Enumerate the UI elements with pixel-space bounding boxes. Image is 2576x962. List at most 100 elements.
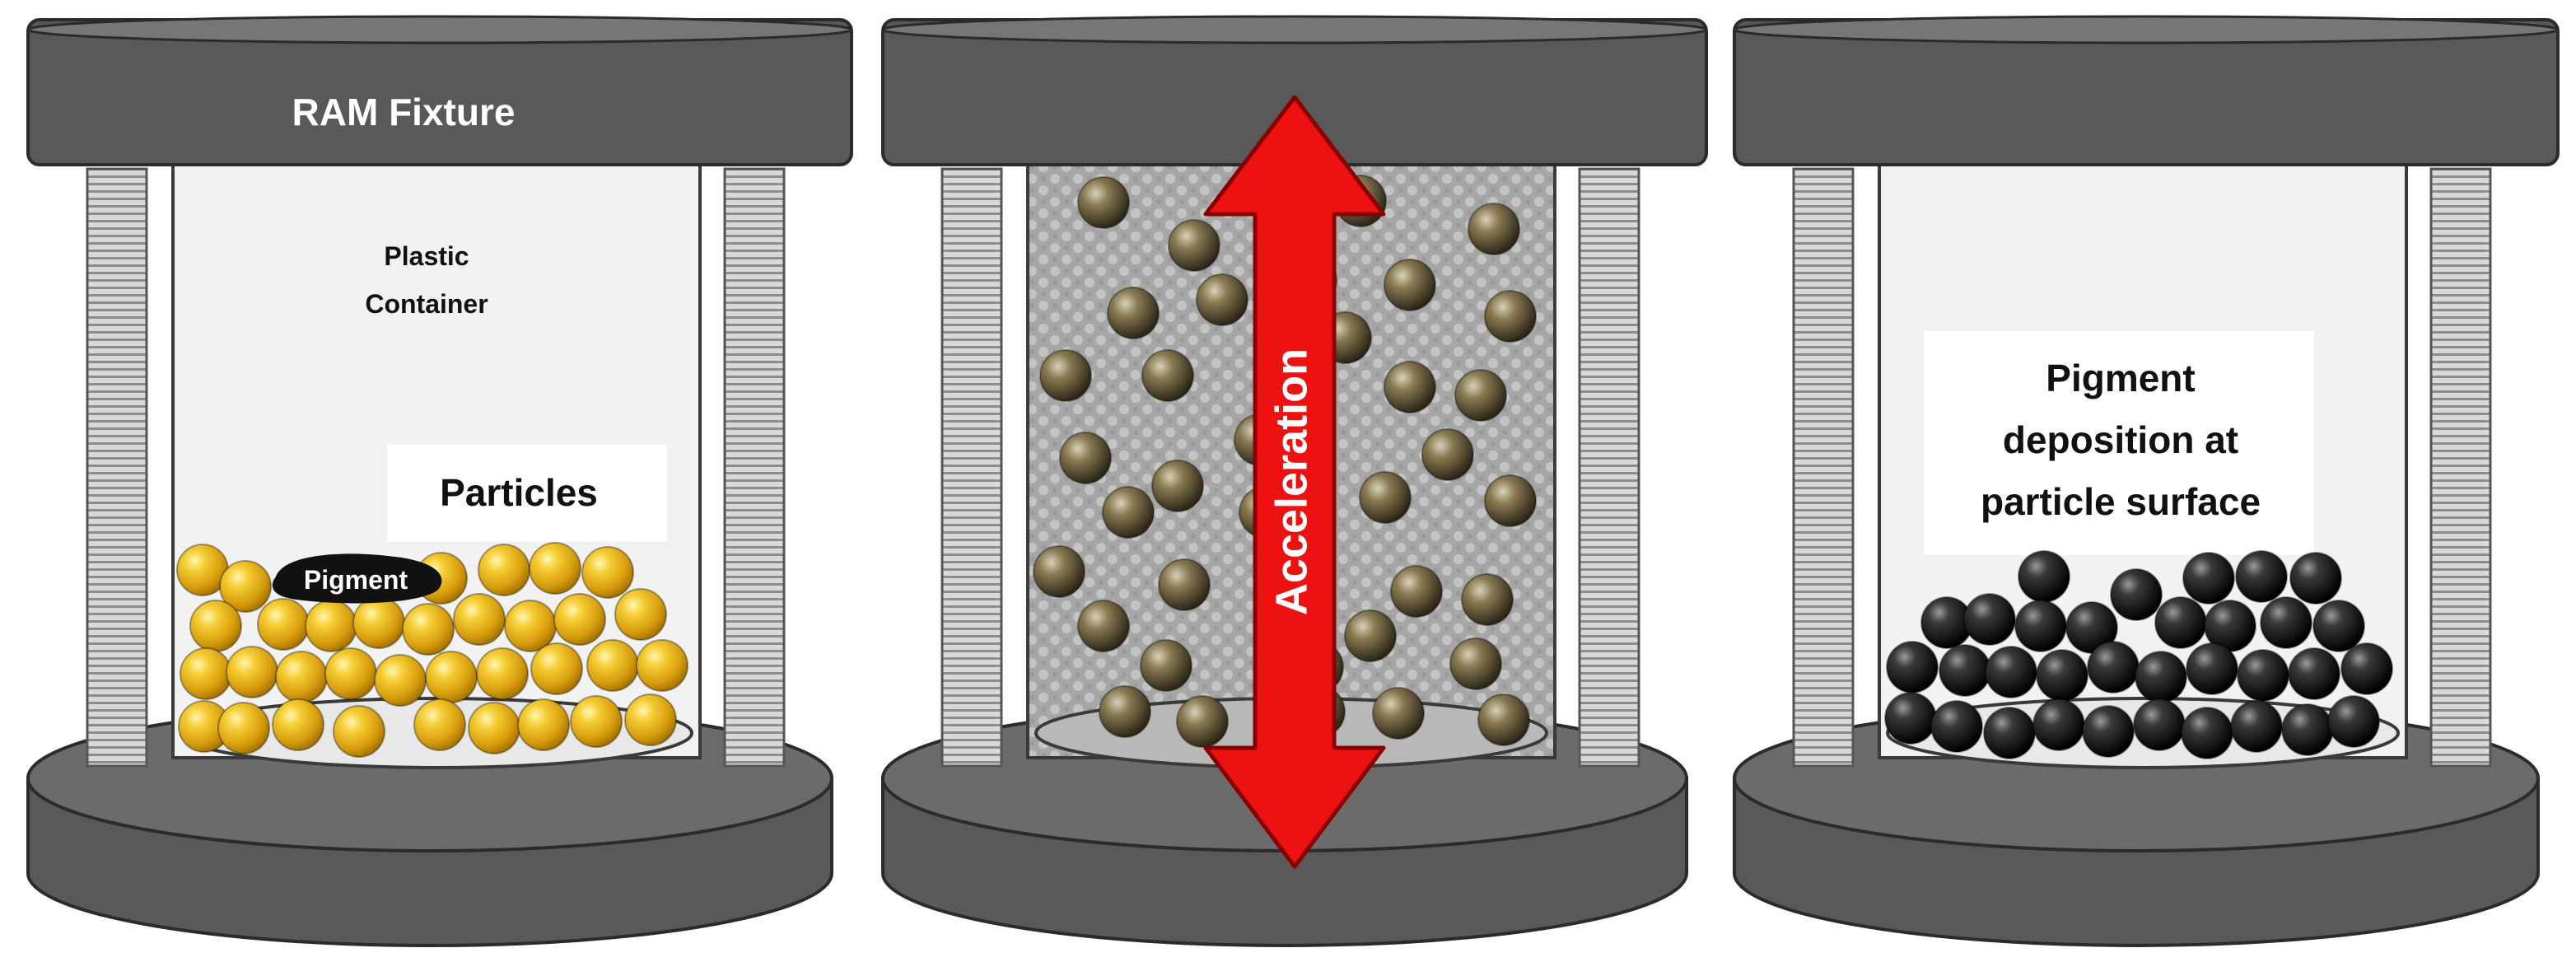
brown-particle bbox=[1454, 369, 1507, 422]
gold-particle bbox=[217, 702, 270, 754]
brown-particle bbox=[1168, 219, 1220, 272]
gold-particles bbox=[176, 542, 688, 758]
coated-particles bbox=[1884, 550, 2393, 759]
gold-particle bbox=[413, 698, 466, 751]
brown-particle bbox=[1477, 693, 1530, 746]
gold-particle bbox=[476, 647, 529, 700]
black-particle bbox=[1983, 707, 2036, 759]
black-particle bbox=[1963, 593, 2016, 646]
brown-particle bbox=[1039, 349, 1092, 402]
fixture-rod-right bbox=[2429, 167, 2492, 768]
brown-particle bbox=[1196, 273, 1248, 326]
brown-particle bbox=[1077, 600, 1130, 652]
black-particle bbox=[2235, 550, 2288, 603]
brown-particle bbox=[1059, 432, 1112, 484]
black-particle bbox=[2135, 651, 2187, 703]
black-particle bbox=[2154, 596, 2207, 649]
black-particle bbox=[2260, 596, 2312, 649]
black-particle bbox=[2288, 647, 2340, 700]
acceleration-label: Acceleration bbox=[1267, 348, 1316, 615]
gold-particle bbox=[402, 603, 455, 656]
brown-particle bbox=[1461, 573, 1514, 626]
result-label-line3: particle surface bbox=[1981, 480, 2261, 523]
gold-particle bbox=[504, 600, 557, 652]
particles-label-box bbox=[387, 445, 667, 542]
gold-particle bbox=[530, 642, 583, 695]
brown-particle bbox=[1484, 290, 1537, 343]
panel-initial: RAM Fixture Plastic Container Particles … bbox=[26, 15, 853, 947]
black-particle bbox=[2014, 600, 2067, 652]
black-particle bbox=[2186, 642, 2238, 695]
black-particle bbox=[2082, 705, 2135, 758]
black-particle bbox=[1930, 700, 1983, 753]
brown-particle bbox=[1141, 349, 1194, 402]
container-label-line1: Plastic bbox=[384, 241, 469, 271]
brown-particle bbox=[1421, 428, 1474, 481]
gold-particle bbox=[453, 593, 506, 646]
gold-particle bbox=[468, 702, 520, 754]
gold-particle bbox=[517, 698, 570, 751]
gold-particle bbox=[553, 593, 606, 646]
brown-particle bbox=[1390, 565, 1443, 618]
particles-label: Particles bbox=[440, 471, 598, 514]
brown-particle bbox=[1468, 203, 1520, 255]
black-particle bbox=[1939, 644, 1991, 697]
result-label-line2: deposition at bbox=[2003, 418, 2238, 461]
gold-particle bbox=[478, 544, 530, 596]
gold-particle bbox=[624, 693, 677, 746]
brown-particle bbox=[1140, 639, 1192, 692]
fixture-top bbox=[1733, 15, 2560, 166]
acceleration-arrow: Acceleration bbox=[1203, 95, 1386, 869]
black-particle bbox=[2182, 552, 2235, 605]
gold-particle bbox=[352, 596, 405, 649]
panel-result: Pigment deposition at particle surface bbox=[1733, 15, 2560, 947]
result-label-line1: Pigment bbox=[2046, 357, 2195, 399]
black-particle bbox=[1886, 641, 1939, 693]
black-particle bbox=[2281, 703, 2334, 756]
black-particle bbox=[2036, 649, 2088, 702]
black-particle bbox=[2065, 601, 2118, 654]
black-particle bbox=[2237, 649, 2289, 702]
container-label-line2: Container bbox=[365, 289, 488, 319]
black-particle bbox=[2133, 698, 2186, 751]
black-particle bbox=[2312, 600, 2365, 652]
black-particle bbox=[1985, 646, 2037, 698]
gold-particle bbox=[529, 542, 581, 595]
brown-particle bbox=[1077, 176, 1130, 229]
black-particle bbox=[2340, 642, 2393, 695]
gold-particle bbox=[305, 600, 357, 652]
panel-mixing: Acceleration bbox=[881, 15, 1708, 947]
gold-particle bbox=[180, 647, 232, 700]
fixture-rod-left bbox=[940, 167, 1003, 768]
pigment-blob: Pigment bbox=[272, 553, 442, 604]
black-particle bbox=[2181, 707, 2233, 759]
fixture-rod-right bbox=[1578, 167, 1640, 768]
gold-particle bbox=[226, 646, 278, 698]
fixture-rod-left bbox=[1792, 167, 1855, 768]
gold-particle bbox=[636, 639, 688, 692]
brown-particle bbox=[1384, 259, 1436, 311]
gold-particle bbox=[219, 560, 272, 613]
black-particle bbox=[2327, 695, 2380, 748]
brown-particle bbox=[1372, 687, 1425, 740]
gold-particle bbox=[275, 651, 328, 703]
pigment-label: Pigment bbox=[304, 565, 408, 595]
fixture-top bbox=[881, 15, 1708, 166]
fixture-rod-right bbox=[723, 167, 786, 768]
brown-particle bbox=[1107, 287, 1160, 339]
brown-particle bbox=[1102, 486, 1155, 539]
brown-particle bbox=[1176, 695, 1229, 748]
brown-particle bbox=[1099, 685, 1151, 738]
black-particle bbox=[2110, 568, 2163, 621]
black-particle bbox=[2032, 698, 2085, 751]
black-particle bbox=[2289, 552, 2342, 605]
fixture-rod-left bbox=[86, 167, 148, 768]
brown-particle bbox=[1158, 558, 1211, 611]
gold-particle bbox=[586, 639, 639, 692]
brown-particle bbox=[1359, 471, 1412, 524]
gold-particle bbox=[189, 600, 242, 652]
brown-particle bbox=[1484, 474, 1537, 527]
brown-particle bbox=[1151, 460, 1204, 512]
gold-particle bbox=[581, 546, 634, 599]
